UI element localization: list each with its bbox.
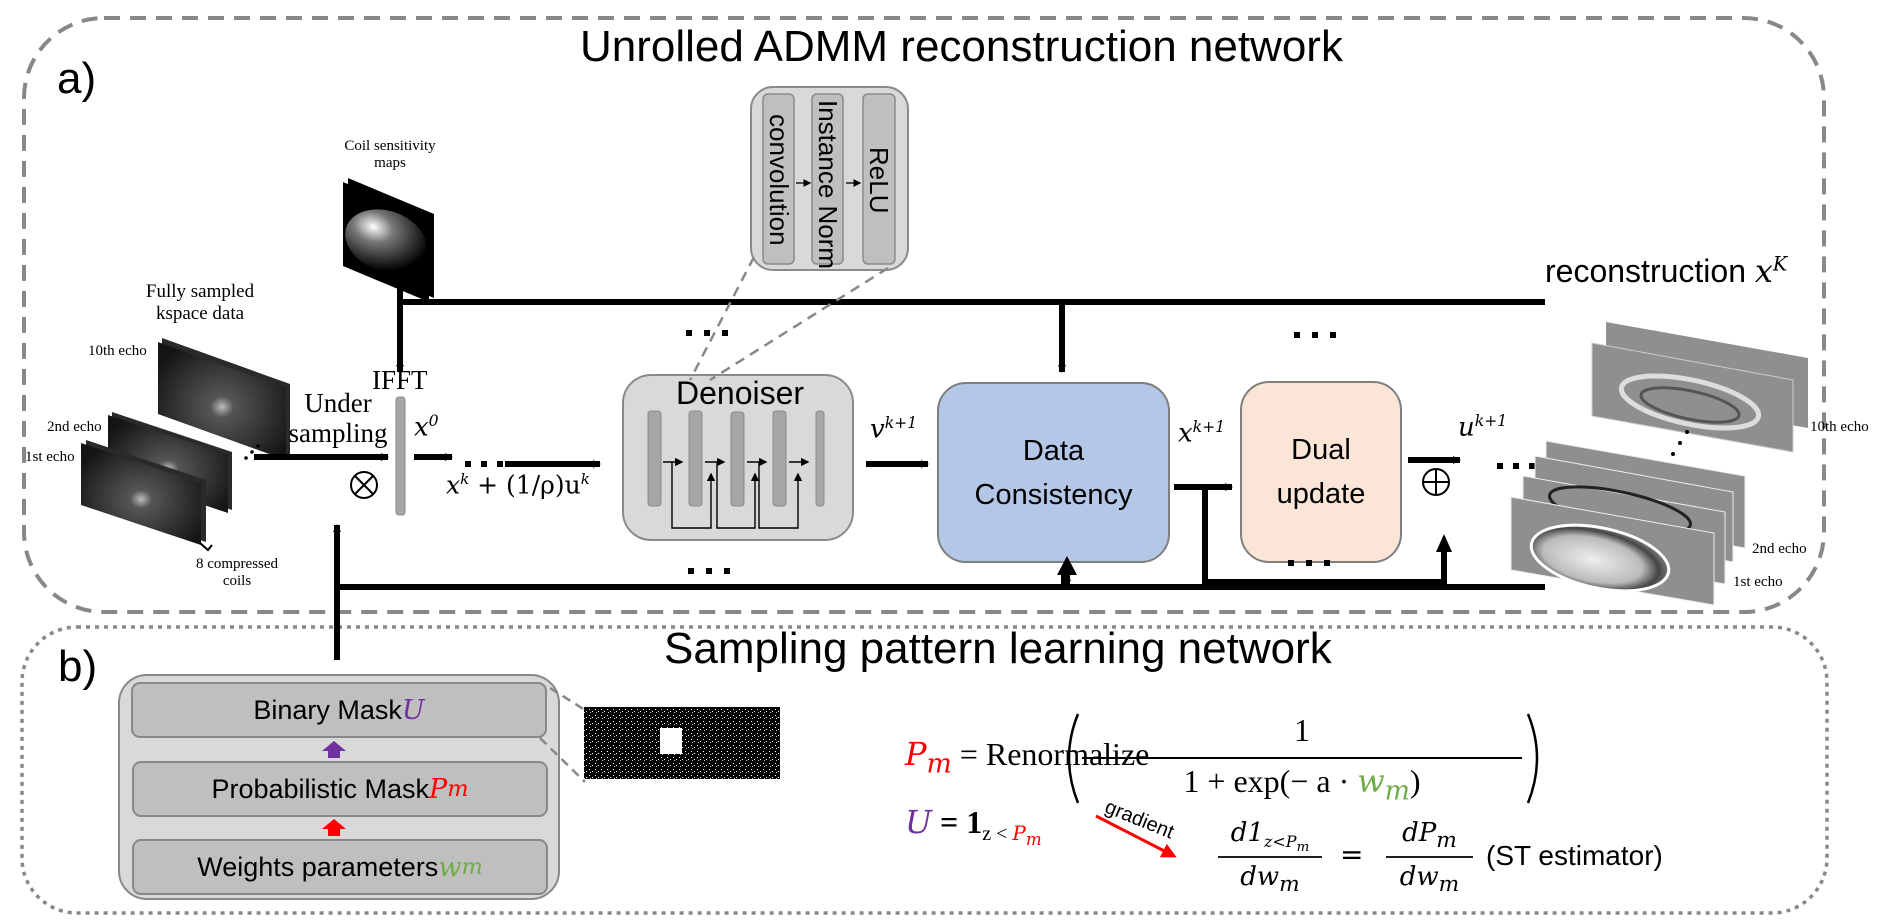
- multiply-operator: [350, 471, 378, 499]
- denoiser-ellipsis-bottom: [688, 568, 730, 574]
- denoiser-label: Denoiser: [676, 375, 805, 411]
- binary-mask-layer: Binary Mask U: [253, 694, 425, 726]
- purple-up-arrow: [322, 741, 346, 758]
- red-up-arrow: [322, 819, 346, 836]
- fraction1-numerator: d1z<Pm: [1230, 818, 1310, 856]
- sampling-mask-image: [584, 707, 780, 779]
- layer-relu: ReLU: [864, 146, 894, 214]
- kspace-label: Fully sampled kspace data: [145, 281, 255, 324]
- add-operator: [1422, 468, 1450, 496]
- under-sampling-label: Under sampling: [288, 388, 388, 448]
- layer-instance-norm: Instance Norm: [813, 100, 843, 270]
- fraction2-denominator: dwm: [1399, 862, 1460, 898]
- equation-u: U = 1z < Pm: [905, 803, 1042, 850]
- ifft-bar: [395, 396, 406, 516]
- v-next-label: vk+1: [870, 414, 918, 445]
- kspace-10th-echo-image: [158, 338, 290, 460]
- equation-pm-lhs: Pm = Renormalize: [905, 735, 1150, 780]
- equation-pm-denominator: 1 + exp(− a · wm): [1183, 762, 1421, 807]
- layer-convolution: convolution: [764, 114, 794, 246]
- output-echo-stack-image: [1510, 440, 1746, 606]
- panel-b-letter: b): [58, 642, 98, 691]
- panel-b-title: Sampling pattern learning network: [664, 624, 1332, 673]
- panel-a-border: [22, 16, 1826, 614]
- compressed-coils-label: 8 compressed coils: [195, 556, 279, 589]
- dual-update-label: Dual update: [1276, 434, 1366, 510]
- coil-sensitivity-maps-image: [343, 178, 434, 302]
- reconstruction-label: reconstruction xK: [1545, 252, 1788, 290]
- dual-update-box: [1240, 381, 1402, 563]
- gradient-arrow: [1095, 814, 1177, 858]
- input-echo-label-10: 10th echo: [88, 343, 147, 359]
- output-echo-label-2: 2nd echo: [1752, 541, 1807, 557]
- denoiser-layers: [647, 410, 825, 507]
- output-echo-label-10: 10th echo: [1810, 419, 1869, 435]
- x0-label: x0: [414, 412, 439, 443]
- equation-pm-numerator: 1: [1294, 712, 1310, 748]
- fraction2-numerator: dPm: [1402, 818, 1457, 854]
- u-next-label: uk+1: [1458, 412, 1508, 443]
- x-next-label: xk+1: [1178, 418, 1226, 449]
- kspace-1st-echo-image: [81, 440, 206, 545]
- panel-a-letter: a): [57, 54, 97, 103]
- ifft-label: IFFT: [372, 365, 428, 395]
- data-consistency-box: [937, 382, 1170, 563]
- input-echo-label-1: 1st echo: [25, 449, 75, 465]
- data-consistency-label: Data Consistency: [974, 434, 1133, 511]
- st-estimator-note: (ST estimator): [1486, 840, 1663, 871]
- output-echo-label-1: 1st echo: [1733, 574, 1783, 590]
- fraction1-denominator: dwm: [1240, 862, 1300, 898]
- output-10th-echo-image: [1591, 322, 1808, 453]
- denoiser-ellipsis-top: [686, 330, 728, 336]
- coil-maps-label: Coil sensitivity maps: [344, 138, 436, 171]
- denoiser-input-expression: xk + (1/ρ)uk: [446, 470, 590, 500]
- panel-a-title: Unrolled ADMM reconstruction network: [580, 22, 1343, 71]
- panel-b-border: [20, 625, 1829, 915]
- denoiser-skip-connections: [663, 457, 810, 529]
- input-echo-label-2: 2nd echo: [47, 419, 102, 435]
- fraction-equals: =: [1340, 838, 1364, 871]
